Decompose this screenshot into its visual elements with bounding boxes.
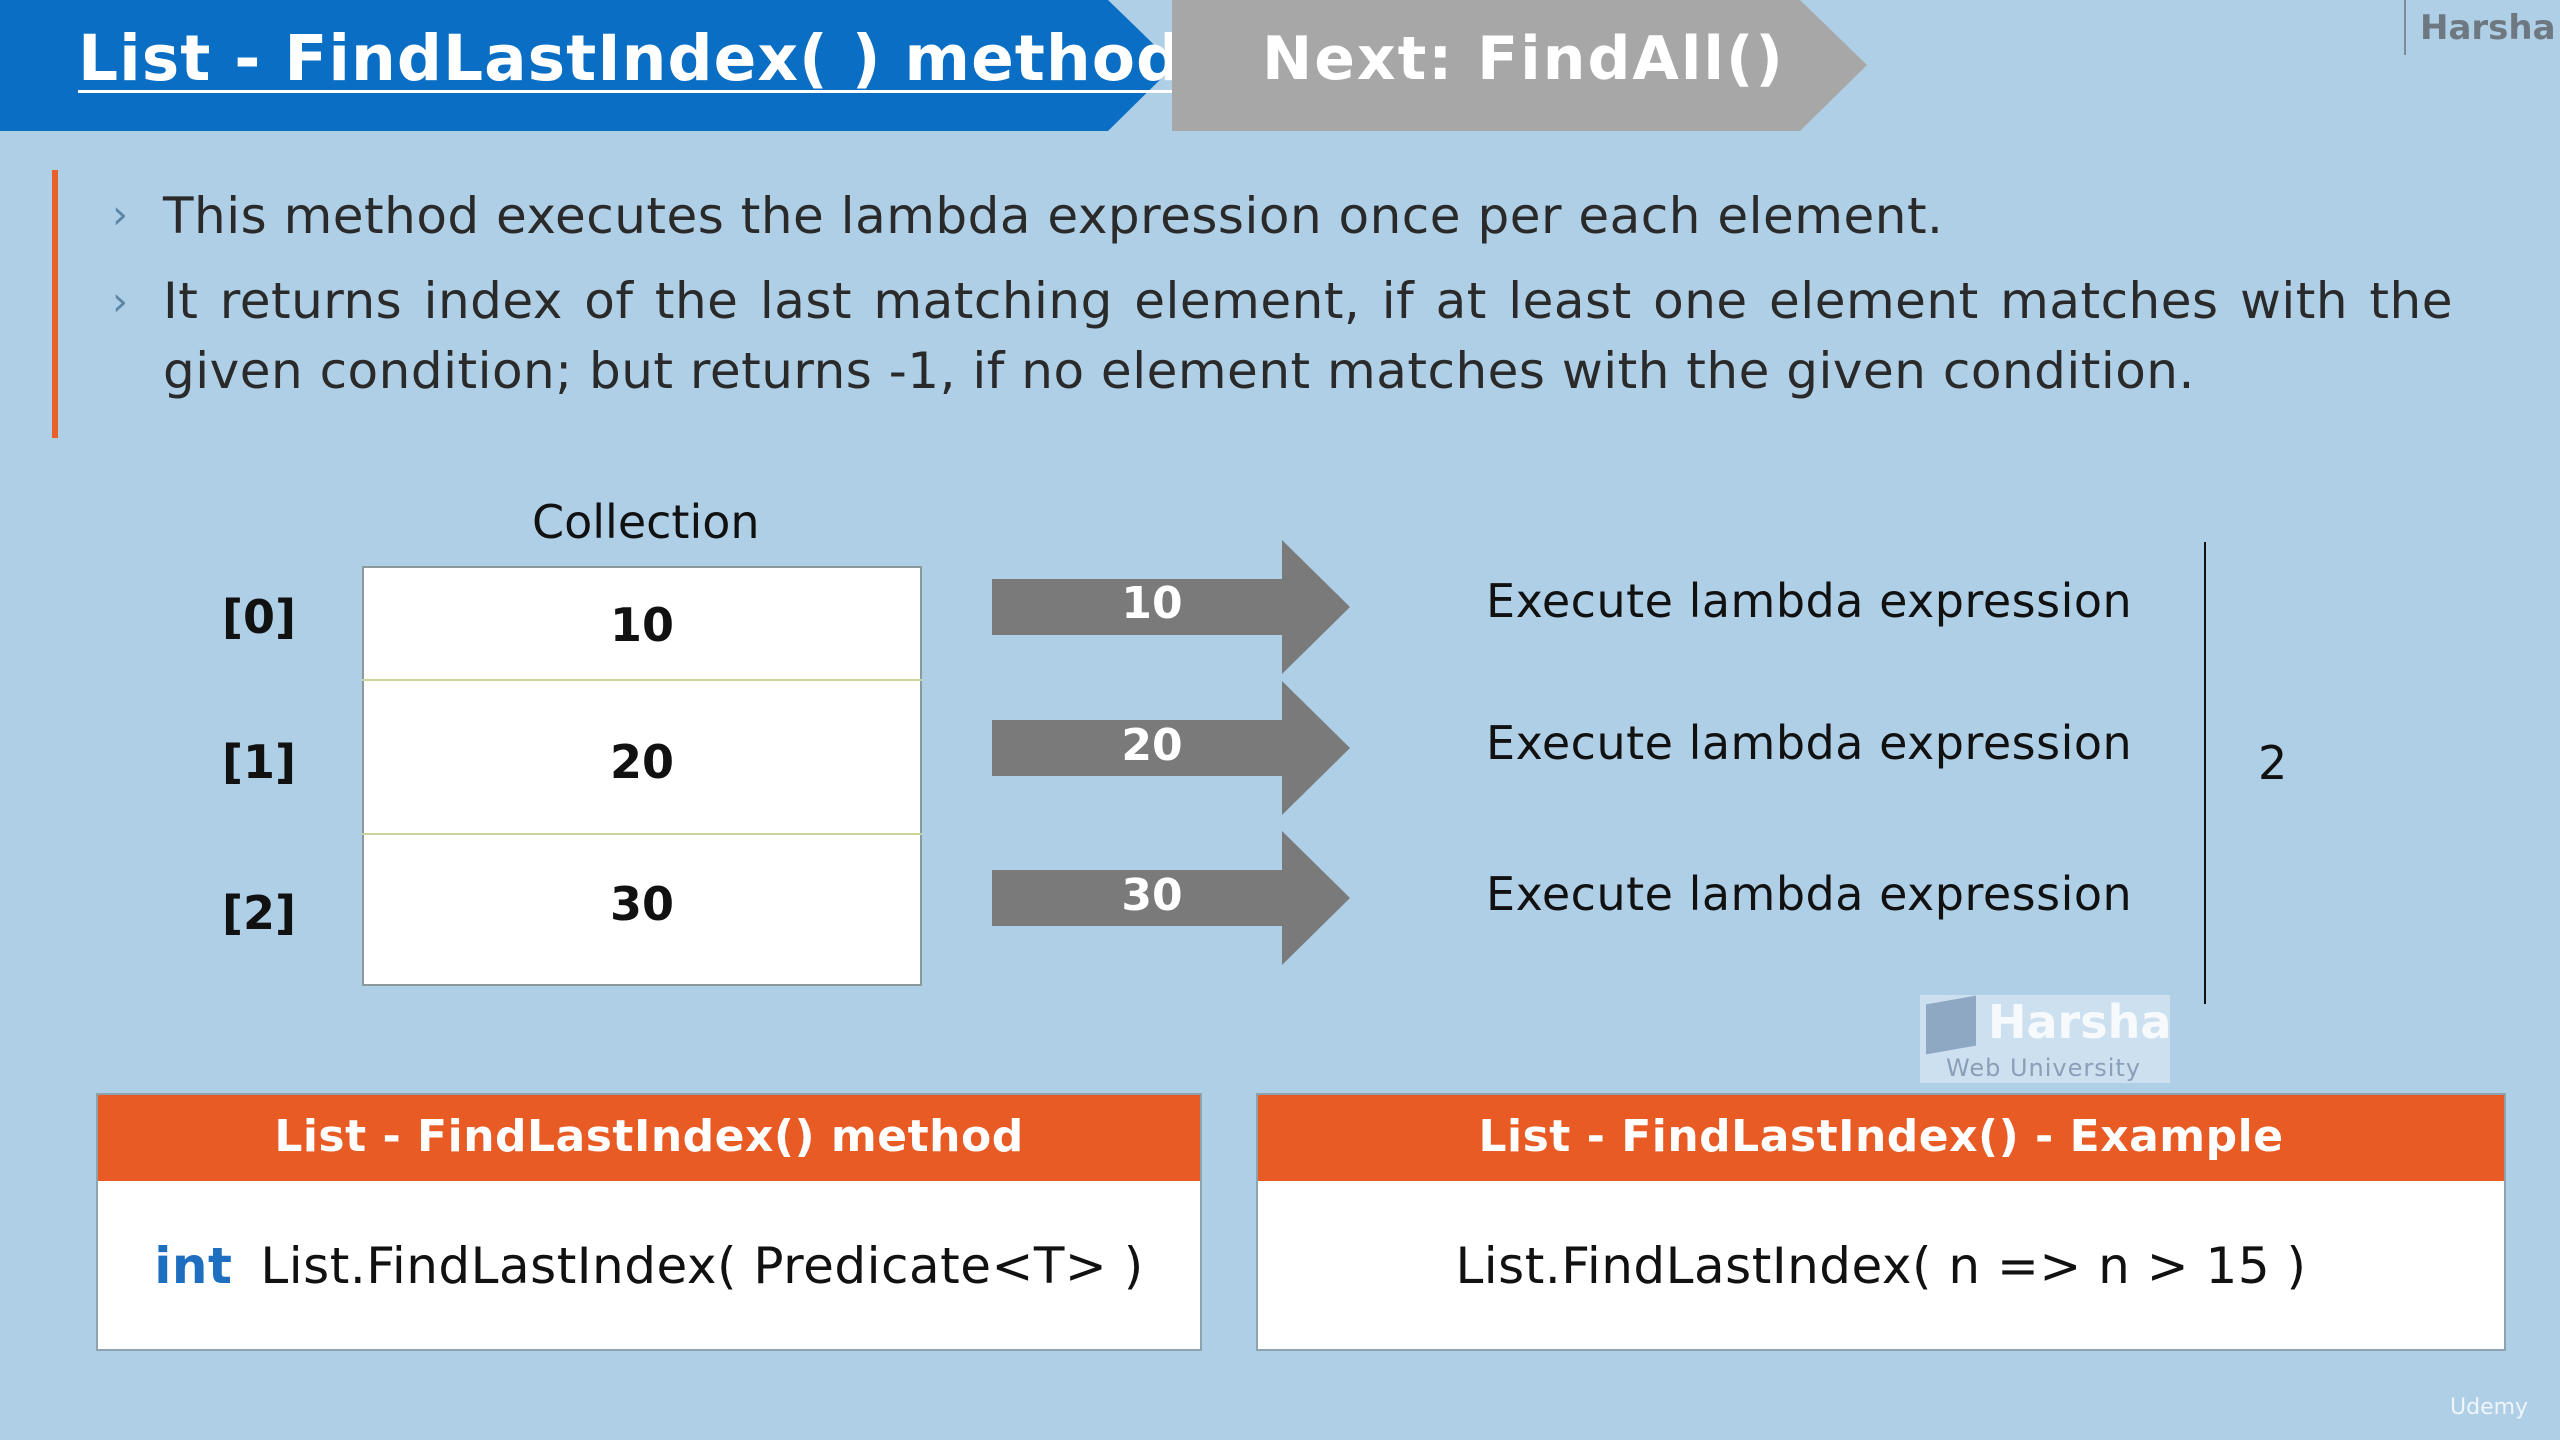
collection-value: 10: [609, 598, 674, 652]
chevron-right-icon: ›: [112, 279, 128, 325]
card-header: List - FindLastIndex() - Example: [1258, 1095, 2504, 1181]
bullet-accent-bar: [52, 170, 58, 438]
collection-value: 30: [609, 877, 674, 931]
brand-divider: [2404, 0, 2406, 55]
return-type-keyword: int: [154, 1237, 233, 1295]
bullet-text: It returns index of the last matching el…: [163, 272, 2453, 400]
collection-box: [362, 566, 922, 986]
collection-value: 20: [609, 735, 674, 789]
method-signature: List.FindLastIndex( Predicate<T> ): [260, 1237, 1144, 1295]
index-label: [1]: [222, 735, 297, 789]
card-header: List - FindLastIndex() method: [98, 1095, 1200, 1181]
index-label: [2]: [222, 886, 297, 940]
example-code: List.FindLastIndex( n => n > 15 ): [1455, 1237, 2307, 1295]
chevron-right-icon: ›: [112, 192, 128, 238]
next-topic-banner: [1172, 0, 1867, 131]
bullet-text: This method executes the lambda expressi…: [163, 187, 1944, 245]
action-label: Execute lambda expression: [1486, 867, 2133, 921]
cell-divider: [362, 679, 922, 681]
brand-label: Harsha: [2420, 8, 2556, 48]
logo-icon: [1926, 995, 1976, 1055]
watermark-name: Harsha: [1988, 995, 2172, 1049]
cell-divider: [362, 833, 922, 835]
action-label: Execute lambda expression: [1486, 574, 2133, 628]
result-value: 2: [2258, 736, 2288, 790]
index-label: [0]: [222, 590, 297, 644]
card-body: int List.FindLastIndex( Predicate<T> ): [98, 1181, 1200, 1351]
result-bracket: [2204, 542, 2206, 1004]
collection-label: Collection: [532, 495, 760, 549]
arrow-label: 10: [1121, 578, 1183, 629]
watermark-subtitle: Web University: [1946, 1054, 2142, 1082]
card-body: List.FindLastIndex( n => n > 15 ): [1258, 1181, 2504, 1351]
action-label: Execute lambda expression: [1486, 716, 2133, 770]
platform-logo: Udemy: [2450, 1395, 2529, 1420]
example-card: List - FindLastIndex() - Example List.Fi…: [1256, 1093, 2506, 1351]
arrow-label: 20: [1121, 720, 1183, 771]
slide-title: List - FindLastIndex( ) method: [78, 22, 1183, 95]
next-topic-label: Next: FindAll(): [1262, 24, 1785, 94]
arrow-label: 30: [1121, 870, 1183, 921]
method-signature-card: List - FindLastIndex() method int List.Fi…: [96, 1093, 1202, 1351]
title-banner: [0, 0, 1175, 131]
